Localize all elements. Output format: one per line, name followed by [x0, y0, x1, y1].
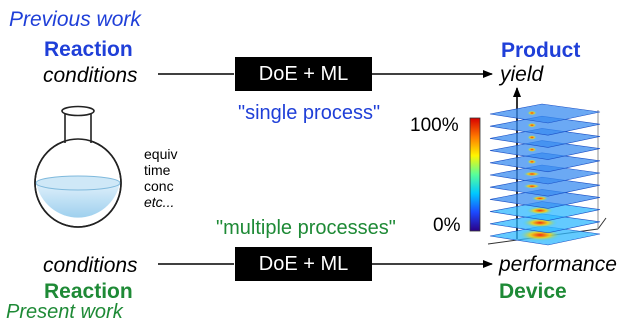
- surface-hotspot: [531, 195, 549, 201]
- surface-hotspot: [527, 110, 537, 116]
- top-method-box: DoE + ML: [235, 57, 372, 91]
- surface-hotspot: [527, 122, 537, 128]
- top-output-sub: yield: [500, 63, 544, 86]
- bottom-output-sub: performance: [499, 253, 617, 276]
- param-time: time: [144, 162, 171, 178]
- surface-hotspot: [523, 183, 541, 189]
- top-input-sub: conditions: [43, 64, 138, 87]
- bottom-method-label: DoE + ML: [258, 252, 349, 275]
- bottom-method-box: DoE + ML: [235, 247, 372, 281]
- round-bottom-flask-icon: [34, 105, 122, 228]
- stack-base-axis-z: [597, 217, 607, 230]
- previous-work-label: Previous work: [9, 8, 141, 31]
- surface-plane: [489, 103, 601, 124]
- top-method-label: DoE + ML: [258, 62, 349, 85]
- bottom-output-title: Device: [499, 280, 567, 303]
- param-equiv: equiv: [144, 146, 178, 162]
- top-input-title: Reaction: [44, 38, 133, 61]
- param-etc: etc...: [144, 194, 175, 210]
- colorbar-max-label: 100%: [410, 115, 459, 136]
- present-work-label: Present work: [6, 301, 123, 323]
- colorbar: [469, 117, 481, 232]
- stacked-surface-planes: [489, 103, 601, 246]
- multiple-processes-note: "multiple processes": [216, 217, 396, 239]
- surface-hotspot: [526, 206, 554, 215]
- surface-hotspot: [527, 147, 537, 153]
- surface-hotspot: [527, 159, 537, 165]
- bottom-input-sub: conditions: [43, 254, 138, 277]
- surface-hotspot: [523, 171, 541, 177]
- top-output-title: Product: [501, 39, 581, 62]
- bottom-input-title: Reaction: [44, 280, 133, 303]
- colorbar-min-label: 0%: [433, 215, 461, 236]
- surface-hotspot: [527, 134, 537, 140]
- param-conc: conc: [144, 178, 174, 194]
- single-process-note: "single process": [238, 102, 381, 124]
